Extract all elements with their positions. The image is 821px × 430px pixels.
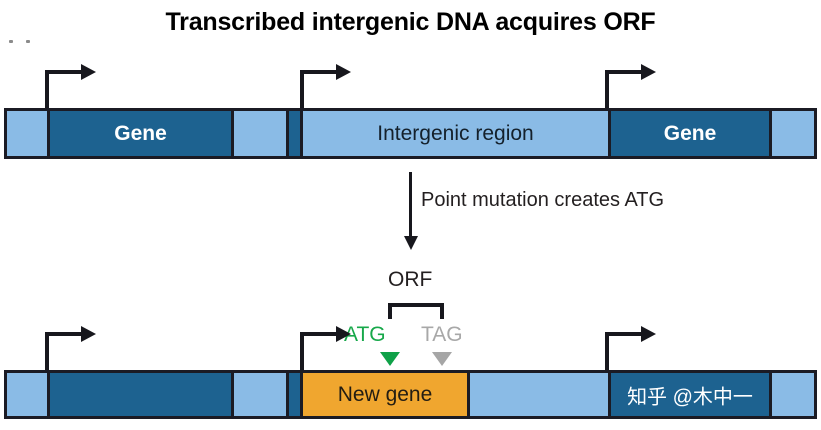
watermark-label: 知乎 @木中一 — [627, 386, 753, 408]
segment-spacer-2 — [286, 111, 303, 156]
segment-intergenic-region: Intergenic region — [303, 111, 608, 156]
segment-mut-utr-left — [7, 373, 47, 416]
segment-mut-utr-right — [772, 373, 814, 416]
segment-mut-spacer-1 — [234, 373, 286, 416]
segment-utr-left — [7, 111, 47, 156]
artifact-dot-2 — [26, 40, 30, 43]
segment-intergenic-remainder — [470, 373, 608, 416]
start-codon-marker — [380, 352, 400, 366]
segment-spacer-1 — [234, 111, 286, 156]
dna-bar-original: Gene Intergenic region Gene — [4, 108, 817, 159]
segment-new-gene-label: New gene — [337, 382, 433, 406]
segment-utr-right — [772, 111, 814, 156]
dna-bar-mutated: New gene 知乎 @木中一 — [4, 370, 817, 419]
start-codon-label: ATG — [344, 323, 386, 346]
segment-mut-gene-2: 知乎 @木中一 — [608, 373, 772, 416]
stop-codon-label: TAG — [421, 323, 463, 346]
segment-gene-1: Gene — [47, 111, 234, 156]
orf-label: ORF — [388, 268, 433, 291]
artifact-dot-1 — [9, 40, 13, 43]
segment-mut-spacer-2 — [286, 373, 303, 416]
segment-gene-2-label: Gene — [663, 121, 717, 145]
segment-new-gene: New gene — [303, 373, 470, 416]
segment-gene-2: Gene — [608, 111, 772, 156]
segment-intergenic-region-label: Intergenic region — [377, 121, 534, 145]
figure-title: Transcribed intergenic DNA acquires ORF — [165, 8, 656, 36]
mutation-caption: Point mutation creates ATG — [421, 189, 665, 211]
segment-mut-gene-1 — [47, 373, 234, 416]
stop-codon-marker — [432, 352, 452, 366]
segment-gene-1-label: Gene — [114, 121, 167, 145]
